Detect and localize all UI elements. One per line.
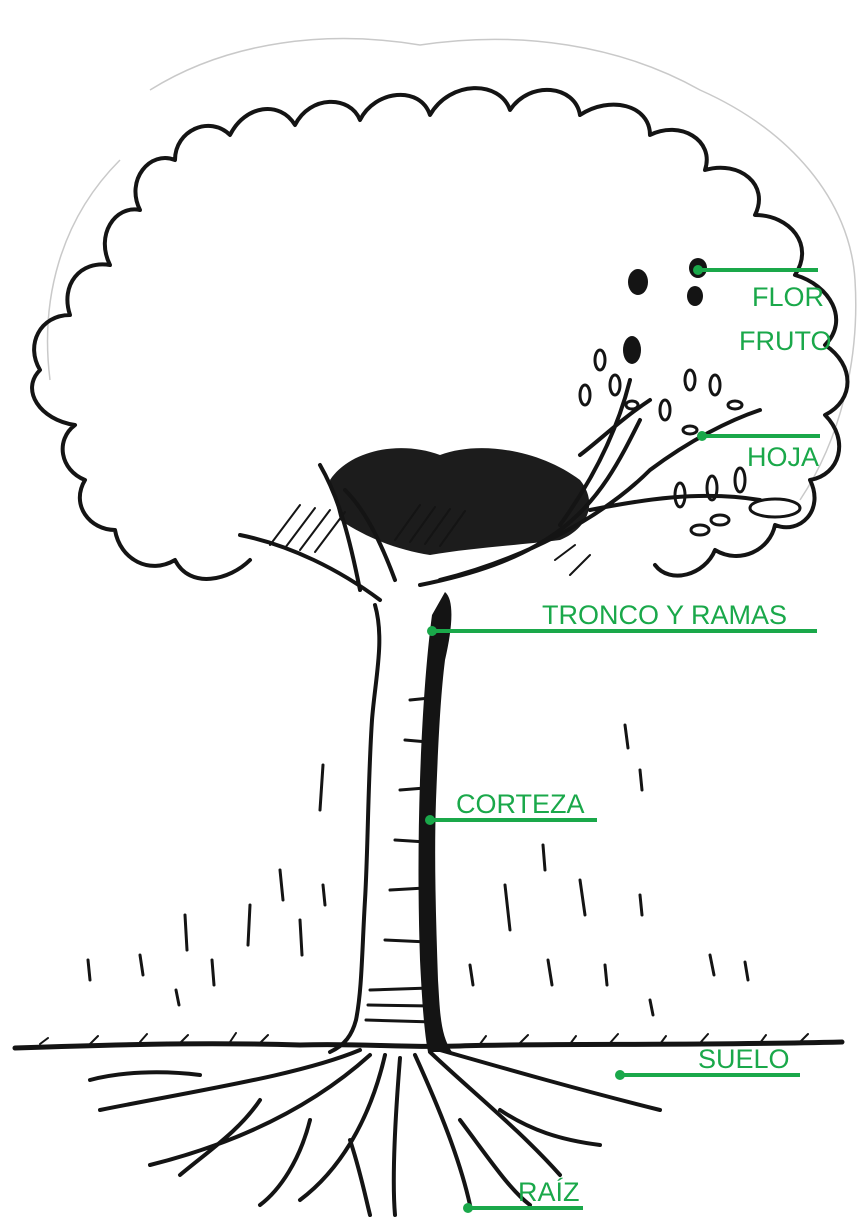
flor-dot <box>693 265 703 275</box>
label-hoja: HOJA <box>747 442 819 472</box>
label-tronco-y-ramas: TRONCO Y RAMAS <box>542 600 787 630</box>
label-flor: FLOR <box>752 282 824 312</box>
flower-fruit-blobs <box>623 258 707 364</box>
label-suelo: SUELO <box>698 1044 790 1074</box>
corteza-dot <box>425 815 435 825</box>
tronco-dot <box>427 626 437 636</box>
hoja-dot <box>697 431 707 441</box>
label-fruto: FRUTO <box>739 326 832 356</box>
suelo-dot <box>615 1070 625 1080</box>
vertical-strokes <box>88 725 748 1015</box>
label-raiz: RAÍZ <box>518 1177 580 1207</box>
label-corteza: CORTEZA <box>456 789 585 819</box>
trunk-left-edge <box>330 605 379 1052</box>
raiz-dot <box>463 1203 473 1213</box>
